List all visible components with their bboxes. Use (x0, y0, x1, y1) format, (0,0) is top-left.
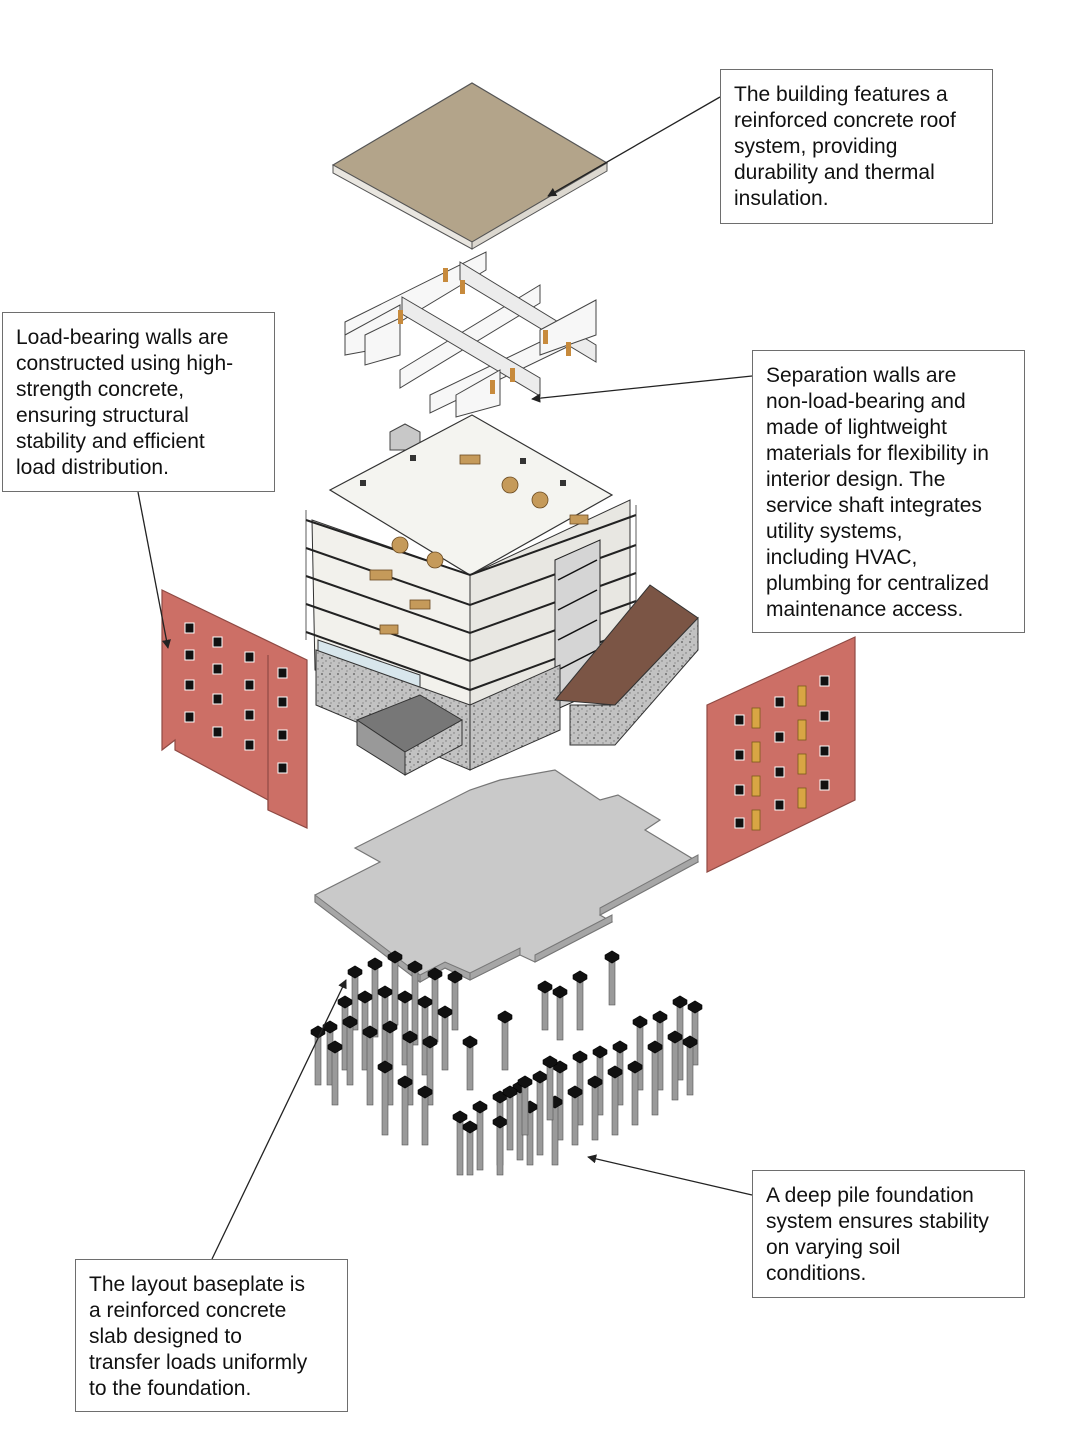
leader-roof (547, 96, 721, 197)
pile-cap (532, 1070, 548, 1084)
leader-separation (531, 375, 753, 403)
pile-cap (592, 1045, 608, 1059)
pile-cap (422, 1035, 438, 1049)
pile-cap (357, 990, 373, 1004)
pile-shaft (611, 1069, 619, 1136)
pile-cap (382, 1020, 398, 1034)
pile-cap (417, 1085, 433, 1099)
pile-cap (552, 985, 568, 999)
pile-cap (427, 967, 443, 981)
pile-shaft (456, 1114, 464, 1176)
load-bearing-wall-left (161, 589, 308, 829)
pile-cap (587, 1075, 603, 1089)
pile-cap (502, 1085, 518, 1099)
pile-cap (397, 1075, 413, 1089)
pile-shaft (546, 1059, 554, 1121)
pile-cap (462, 1035, 478, 1049)
pile-shaft (366, 1029, 374, 1106)
pile-shaft (671, 1034, 679, 1101)
pile-cap (497, 1010, 513, 1024)
pile-cap (604, 950, 620, 964)
separation-walls (344, 251, 597, 418)
pile-cap (407, 960, 423, 974)
pile-shaft (441, 1009, 449, 1071)
pile-cap (567, 1085, 583, 1099)
pile-cap (367, 957, 383, 971)
separation-walls-annotation: Separation walls are non-load-bearing an… (752, 350, 1025, 633)
building-core (305, 414, 699, 776)
pile-cap (342, 1015, 358, 1029)
pile-shaft (476, 1104, 484, 1171)
load-bearing-wall-right (706, 636, 856, 873)
pile-cap (647, 1040, 663, 1054)
load-bearing-walls-annotation: Load-bearing walls are constructed using… (2, 312, 275, 492)
leader-pile (587, 1154, 753, 1196)
pile-cap (612, 1040, 628, 1054)
pile-cap (652, 1010, 668, 1024)
pile-cap (682, 1035, 698, 1049)
pile-shaft (536, 1074, 544, 1156)
pile-cap (572, 1050, 588, 1064)
pile-shaft (346, 1019, 354, 1086)
leader-walls (137, 491, 171, 649)
pile-cap (572, 970, 588, 984)
pile-cap (310, 1025, 326, 1039)
pile-cap (417, 995, 433, 1009)
pile-cap (387, 950, 403, 964)
roof-slab (331, 82, 609, 250)
pile-cap (627, 1060, 643, 1074)
leader-baseplate (211, 979, 347, 1260)
pile-cap (447, 970, 463, 984)
pile-shaft (431, 971, 439, 1043)
pile-shaft (381, 1064, 389, 1136)
pile-shaft (391, 954, 399, 1026)
pile-cap (687, 1000, 703, 1014)
pile-cap (402, 1030, 418, 1044)
baseplate-slab (314, 769, 700, 984)
pile-cap (607, 1065, 623, 1079)
pile-shaft (591, 1079, 599, 1141)
pile-cap (347, 965, 363, 979)
pile-cap (397, 990, 413, 1004)
pile-shaft (651, 1044, 659, 1116)
pile-shaft (506, 1089, 514, 1151)
pile-cap (537, 980, 553, 994)
pile-foundation-annotation: A deep pile foundation system ensures st… (752, 1170, 1025, 1298)
roof-annotation: The building features a reinforced concr… (720, 69, 993, 224)
pile-shaft (401, 1079, 409, 1146)
pile-cap (667, 1030, 683, 1044)
pile-cap (462, 1120, 478, 1134)
pile-cap (327, 1040, 343, 1054)
pile-cap (437, 1005, 453, 1019)
pile-cap (472, 1100, 488, 1114)
pile-cap (517, 1075, 533, 1089)
pile-cap (632, 1015, 648, 1029)
pile-shaft (371, 961, 379, 1038)
pile-cap (452, 1110, 468, 1124)
pile-foundation (310, 950, 703, 1176)
pile-cap (542, 1055, 558, 1069)
pile-cap (377, 1060, 393, 1074)
baseplate-annotation: The layout baseplate is a reinforced con… (75, 1259, 348, 1412)
pile-cap (377, 985, 393, 999)
pile-cap (337, 995, 353, 1009)
pile-shaft (631, 1064, 639, 1126)
pile-cap (492, 1115, 508, 1129)
pile-shaft (331, 1044, 339, 1106)
leader-lines (137, 96, 753, 1260)
pile-cap (672, 995, 688, 1009)
pile-cap (362, 1025, 378, 1039)
